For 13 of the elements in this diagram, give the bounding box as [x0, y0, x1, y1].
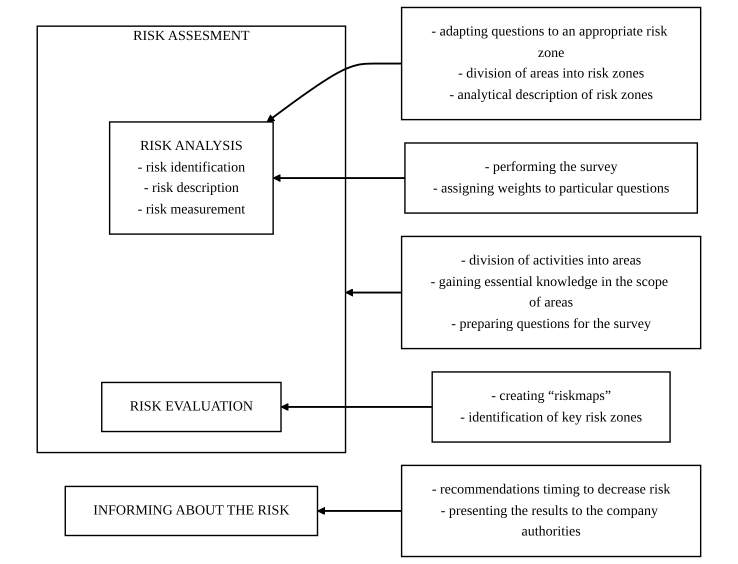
- arrow: [317, 506, 402, 516]
- node-box: - division of activities into areas - gaining essential knowledge in the scope of areas - preparing questions for the survey: [400, 236, 702, 350]
- node-box: - recommendations timing to decrease risk - presenting the results to the company authorities: [400, 464, 702, 558]
- node-box: RISK ANALYSIS - risk identification - risk description - risk measurement: [108, 121, 274, 235]
- node-box: - performing the survey - assigning weights to particular questions: [404, 142, 698, 214]
- node-box: INFORMING ABOUT THE RISK: [64, 486, 318, 536]
- arrow: [345, 288, 402, 297]
- arrow: [280, 402, 432, 412]
- node-box: RISK EVALUATION: [101, 382, 282, 432]
- arrow: [266, 62, 402, 122]
- node-box: - creating “riskmaps” - identification of key risk zones: [432, 371, 671, 443]
- node-box: - adapting questions to an appropriate risk zone - division of areas into risk zones - analytical description of risk zones: [400, 6, 702, 120]
- arrow: [272, 174, 405, 182]
